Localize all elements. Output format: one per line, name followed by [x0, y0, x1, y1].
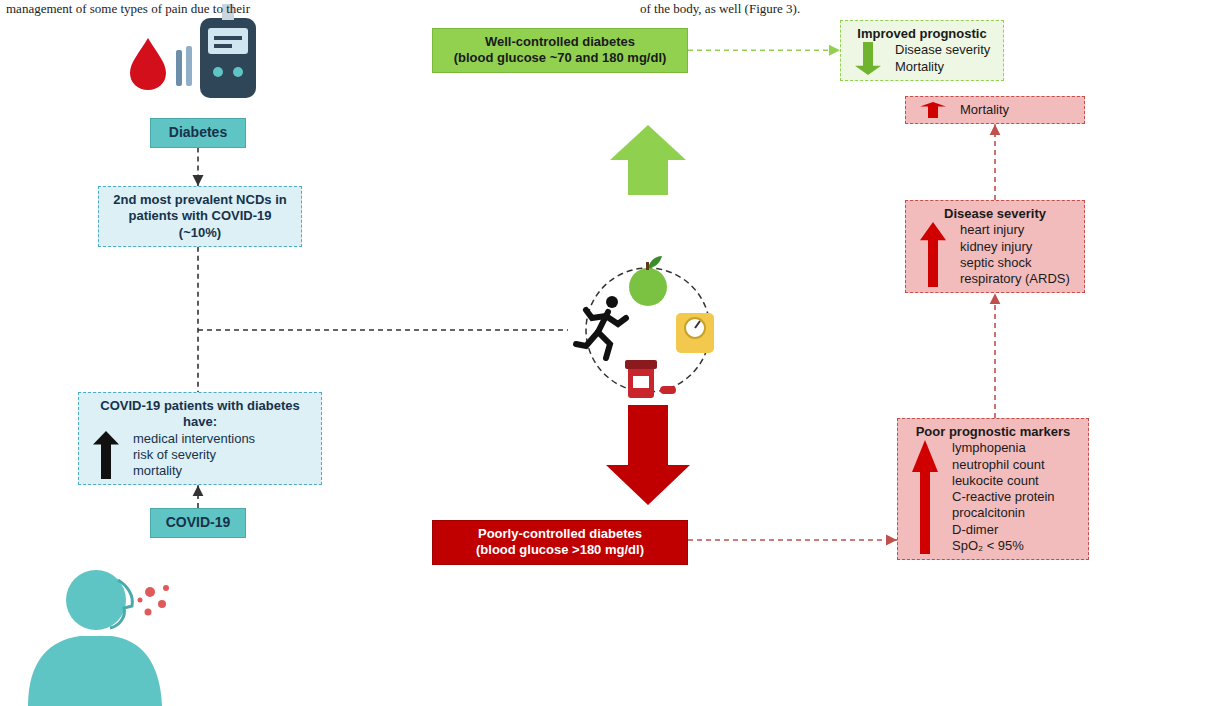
box-item: Mortality	[849, 59, 995, 75]
person-icon	[28, 570, 169, 706]
box-item: respiratory (ARDS)	[914, 271, 1076, 287]
connector	[688, 539, 897, 541]
box-item: Disease severity	[849, 42, 995, 58]
trend-arrow-shape	[920, 102, 946, 118]
box-heading: (blood glucose >180 mg/dl)	[441, 542, 679, 558]
scale-icon	[676, 313, 714, 353]
body-text: of the body, as well (Figure 3).	[640, 1, 800, 17]
box-heading: Poor prognostic markers	[906, 424, 1080, 440]
runner-icon	[576, 296, 626, 358]
box-heading: Improved prognostic	[849, 26, 995, 42]
junction-line	[198, 329, 568, 331]
trend-arrow-shape	[912, 440, 938, 554]
trend-arrow	[920, 102, 946, 118]
outcome-box: Disease severityheart injurykidney injur…	[905, 200, 1085, 293]
body-text: management of some types of pain due to …	[6, 1, 250, 17]
info-box: COVID-19 patients with diabetes have:med…	[78, 392, 322, 485]
connector	[688, 49, 840, 51]
trend-arrow	[920, 222, 946, 287]
trend-arrow-shape	[920, 222, 946, 287]
connector	[994, 124, 996, 200]
box-heading: Well-controlled diabetes	[441, 34, 679, 50]
worsening-arrow	[606, 405, 690, 505]
box-heading: 2nd most prevalent NCDs in patients with…	[107, 192, 293, 241]
box-item: heart injury	[914, 222, 1076, 238]
box-item: lymphopenia	[906, 440, 1080, 456]
box-item: septic shock	[914, 255, 1076, 271]
box-heading: Diabetes	[159, 124, 237, 142]
info-box: 2nd most prevalent NCDs in patients with…	[98, 186, 302, 247]
box-item: kidney injury	[914, 239, 1076, 255]
box-item: SpO₂ < 95%	[906, 538, 1080, 554]
box-item: C-reactive protein	[906, 489, 1080, 505]
box-heading: (blood glucose ~70 and 180 mg/dl)	[441, 50, 679, 66]
trend-arrow-shape	[93, 431, 119, 479]
box-heading: Poorly-controlled diabetes	[441, 526, 679, 542]
connector	[197, 148, 199, 187]
box-item: neutrophil count	[906, 457, 1080, 473]
marker-box: Poor prognostic markerslymphopenianeutro…	[897, 418, 1089, 560]
box-heading: Disease severity	[914, 206, 1076, 222]
outcome-box: Improved prognosticDisease severityMorta…	[840, 20, 1004, 81]
box-item: Mortality	[914, 102, 1076, 118]
box-heading: COVID-19 patients with diabetes have:	[87, 398, 313, 431]
box-item: procalcitonin	[906, 505, 1080, 521]
trend-arrow	[855, 42, 881, 75]
condition-box: COVID-19	[150, 508, 246, 538]
trend-arrow	[912, 440, 938, 554]
trend-arrow-shape	[855, 42, 881, 75]
box-item: mortality	[87, 463, 313, 479]
connector	[994, 293, 996, 418]
box-item: medical interventions	[87, 431, 313, 447]
box-heading: COVID-19	[159, 514, 237, 532]
outcome-box: Mortality	[905, 96, 1085, 124]
connector	[197, 485, 199, 508]
glucometer-icon	[130, 4, 256, 98]
connector	[197, 247, 199, 392]
trend-arrow	[93, 431, 119, 479]
improvement-arrow	[610, 125, 686, 195]
pill-bottle-icon	[625, 360, 676, 398]
condition-box: Diabetes	[150, 118, 246, 148]
box-item: leukocite count	[906, 473, 1080, 489]
apple-icon	[629, 256, 667, 306]
box-item: risk of severity	[87, 447, 313, 463]
control-box: Poorly-controlled diabetes(blood glucose…	[432, 520, 688, 565]
box-item: D-dimer	[906, 522, 1080, 538]
control-box: Well-controlled diabetes(blood glucose ~…	[432, 28, 688, 73]
